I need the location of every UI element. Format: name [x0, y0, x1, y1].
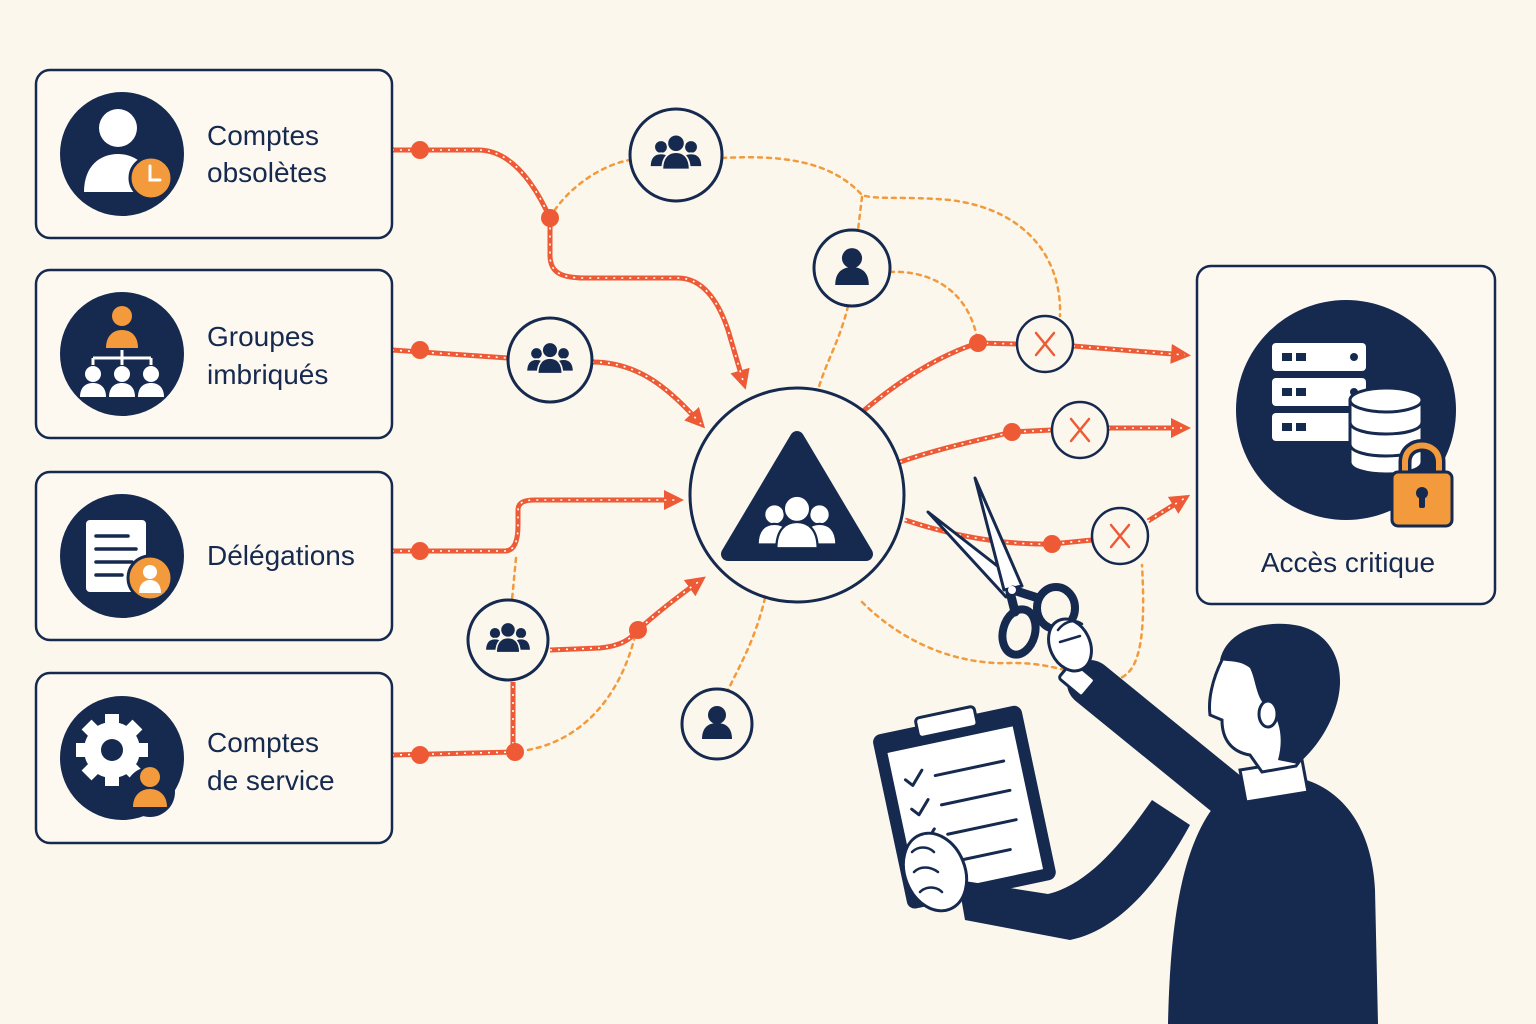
source-label-line1: Comptes: [207, 120, 319, 151]
link-hub-out-1-dots: [861, 342, 1018, 413]
junction-dot: [541, 209, 559, 227]
link-node-bottom-to-hub: [549, 576, 706, 653]
node-group-middle: [506, 316, 594, 404]
hand-holding-clipboard: [901, 831, 969, 913]
link-delegations-to-hub-dots: [392, 499, 678, 552]
target-label: Accès critique: [1261, 547, 1435, 578]
document-user-icon: [86, 520, 174, 602]
server-database-lock-icon: [1272, 343, 1454, 528]
blocked-marker-2: [1050, 400, 1110, 460]
lower-arm: [958, 800, 1190, 940]
blocked-marker-1: [1015, 314, 1075, 374]
lock-icon: [1390, 439, 1454, 528]
junction-dot: [629, 621, 647, 639]
link-node-to-hub: [591, 359, 706, 429]
source-label-line1: Délégations: [207, 540, 355, 571]
org-chart-icon: [80, 306, 164, 397]
group-warning-triangle-icon: [721, 431, 873, 561]
source-card-nested-groups: Groupes imbriqués: [34, 268, 394, 440]
dashed-link-to-group-top: [548, 158, 632, 220]
link-hub-out-2: [899, 427, 1053, 465]
link-nested-groups-to-node-dots: [391, 349, 509, 359]
source-label-line2: de service: [207, 765, 335, 796]
dashed-link-vertical: [510, 556, 518, 602]
torso: [1168, 778, 1378, 1024]
source-label-line2: imbriqués: [207, 359, 328, 390]
blocked-marker-3: [1090, 506, 1150, 566]
link-hub-out-1: [860, 340, 1018, 414]
central-hub: [688, 386, 906, 604]
dashed-link-hub-to-user-bottom: [725, 596, 767, 694]
node-group-top: [628, 107, 724, 203]
target-card-critical-access: Accès critique: [1195, 264, 1497, 606]
node-user-bottom: [680, 687, 754, 761]
auditor-figure: [873, 476, 1378, 1024]
junction-dot: [411, 746, 429, 764]
ear: [1257, 699, 1279, 729]
dashed-link-hub-bottom-right: [860, 563, 1145, 682]
junction-dot: [506, 743, 524, 761]
node-user-top: [812, 228, 892, 308]
cross-icon: [1109, 523, 1131, 549]
head: [1208, 623, 1341, 804]
junction-dot: [411, 141, 429, 159]
source-label-line2: obsolètes: [207, 157, 327, 188]
link-to-target-3: [1146, 494, 1191, 524]
node-group-bottom: [466, 598, 550, 682]
source-card-delegations: Délégations: [34, 470, 394, 642]
scissors-icon: [926, 476, 1079, 659]
link-stale-accounts-to-hub: [392, 147, 750, 390]
gear-user-icon: [76, 714, 175, 817]
junction-dot: [969, 334, 987, 352]
hand-holding-scissors: [1047, 617, 1093, 673]
cross-icon: [1069, 417, 1091, 443]
junction-dot: [1043, 535, 1061, 553]
raised-arm: [1067, 660, 1263, 828]
server-icon: [1272, 343, 1366, 441]
dashed-link-service-up: [526, 630, 638, 752]
connector-layer: [391, 141, 1191, 764]
junction-dot: [1003, 423, 1021, 441]
dashed-link-group-top-right: [720, 156, 1062, 318]
dashed-link-user-top-to-hub: [816, 304, 850, 392]
link-delegations-to-hub: [392, 490, 684, 554]
user-clock-icon: [84, 109, 174, 201]
dashed-link-user-top-right: [888, 270, 980, 345]
source-card-stale-accounts: Comptes obsolètes: [34, 68, 394, 240]
hair: [1220, 623, 1341, 764]
junction-dot: [411, 542, 429, 560]
junction-dot: [411, 341, 429, 359]
source-label-line1: Groupes: [207, 321, 314, 352]
link-to-target-1-dots: [1072, 345, 1186, 356]
dashed-link-to-user-top: [856, 195, 864, 232]
source-card-service-accounts: Comptes de service: [34, 671, 394, 845]
link-node-to-hub-dots: [591, 361, 702, 425]
cross-icon: [1034, 331, 1056, 357]
source-label-line1: Comptes: [207, 727, 319, 758]
